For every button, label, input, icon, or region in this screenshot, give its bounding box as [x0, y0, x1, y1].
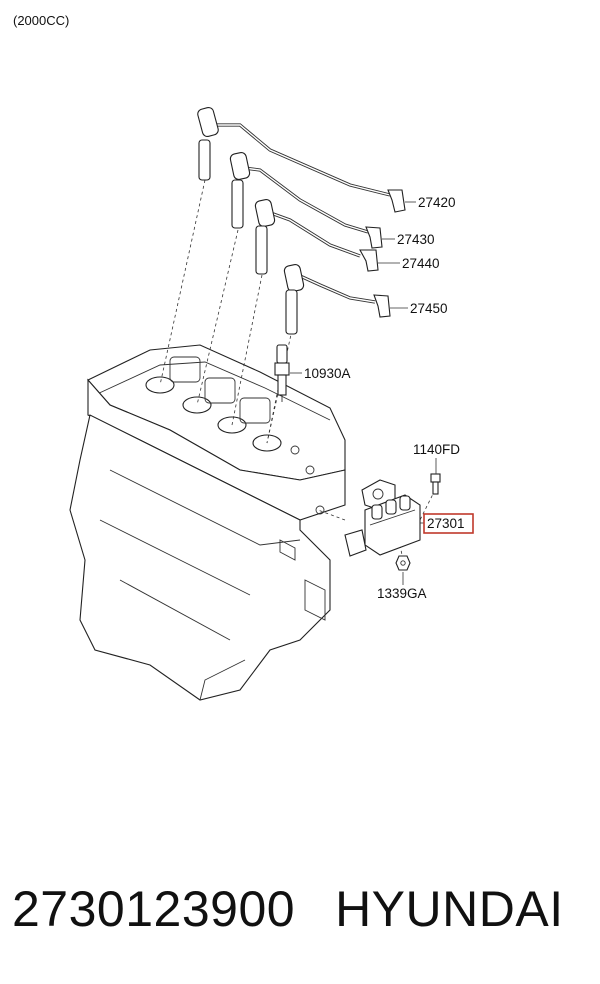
callout-wire-4: 27450	[410, 301, 448, 316]
callout-nut: 1339GA	[377, 586, 427, 601]
brand-name: HYUNDAI	[335, 881, 564, 937]
callout-bolt: 1140FD	[413, 442, 460, 457]
highlight-box	[423, 513, 474, 534]
leader-lines	[290, 201, 437, 585]
engine-variant-label: (2000CC)	[13, 13, 70, 28]
ignition-parts-diagram: 27420 27430 27440 27450 10930A 1140FD 27…	[69, 106, 474, 701]
callout-wire-3: 27440	[402, 256, 440, 271]
spark-plug-wire-4	[283, 264, 391, 335]
callout-spark-plug: 10930A	[304, 366, 351, 381]
callout-wire-2: 27430	[397, 232, 435, 247]
spark-plug-wire-1	[197, 106, 406, 213]
spark-plug	[274, 344, 290, 402]
bolt	[430, 473, 441, 495]
spark-plug-wire-2	[229, 152, 383, 249]
ignition-coil	[344, 479, 421, 557]
callout-ignition-coil: 27301	[427, 516, 465, 531]
engine-block	[69, 344, 346, 701]
nut	[395, 555, 411, 571]
spark-plug-wire-3	[254, 199, 379, 275]
part-number: 2730123900	[12, 881, 296, 937]
callout-wire-1: 27420	[418, 195, 456, 210]
part-caption: 2730123900 HYUNDAI	[12, 880, 564, 938]
